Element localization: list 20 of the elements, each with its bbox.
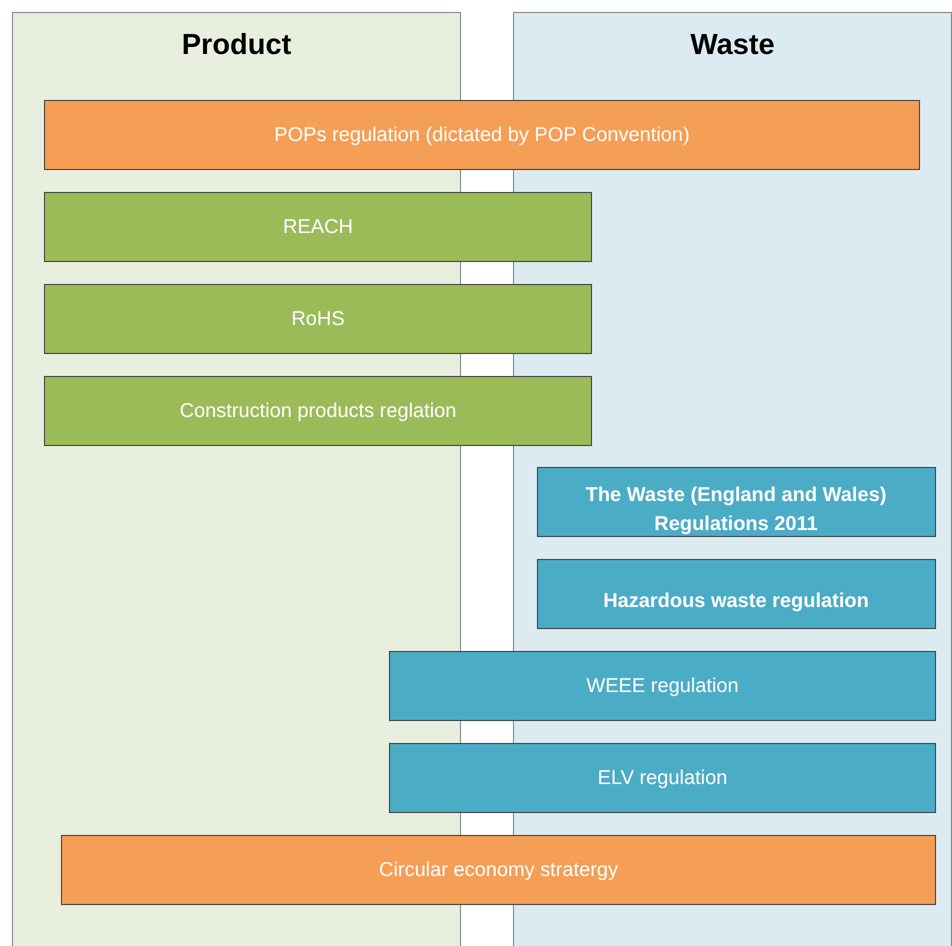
column-heading: Product bbox=[182, 29, 292, 62]
regulation-label: WEEE regulation bbox=[585, 674, 740, 698]
regulation-bar bbox=[536, 466, 936, 536]
regulation-label: ELV regulation bbox=[596, 766, 728, 790]
regulation-label: Construction products reglation bbox=[178, 398, 458, 424]
regulation-label: POPs regulation (dictated by POP Convention) bbox=[273, 122, 691, 148]
regulation-bar bbox=[389, 651, 936, 721]
regulation-label: Circular economy stratergy bbox=[378, 858, 619, 882]
regulation-label: The Waste (England and Wales) Regulations 2011 bbox=[584, 482, 888, 536]
regulation-bar bbox=[389, 743, 936, 813]
regulation-bar bbox=[44, 192, 592, 262]
regulation-bar bbox=[61, 835, 936, 905]
regulation-bar bbox=[44, 100, 920, 170]
regulation-label: Hazardous waste regulation bbox=[602, 589, 870, 614]
regulation-label: REACH bbox=[282, 214, 354, 240]
regulation-bar bbox=[44, 284, 592, 354]
regulation-label: RoHS bbox=[290, 306, 346, 332]
regulation-bar bbox=[536, 558, 936, 628]
regulation-bar bbox=[44, 376, 592, 446]
column-heading: Waste bbox=[690, 29, 775, 62]
